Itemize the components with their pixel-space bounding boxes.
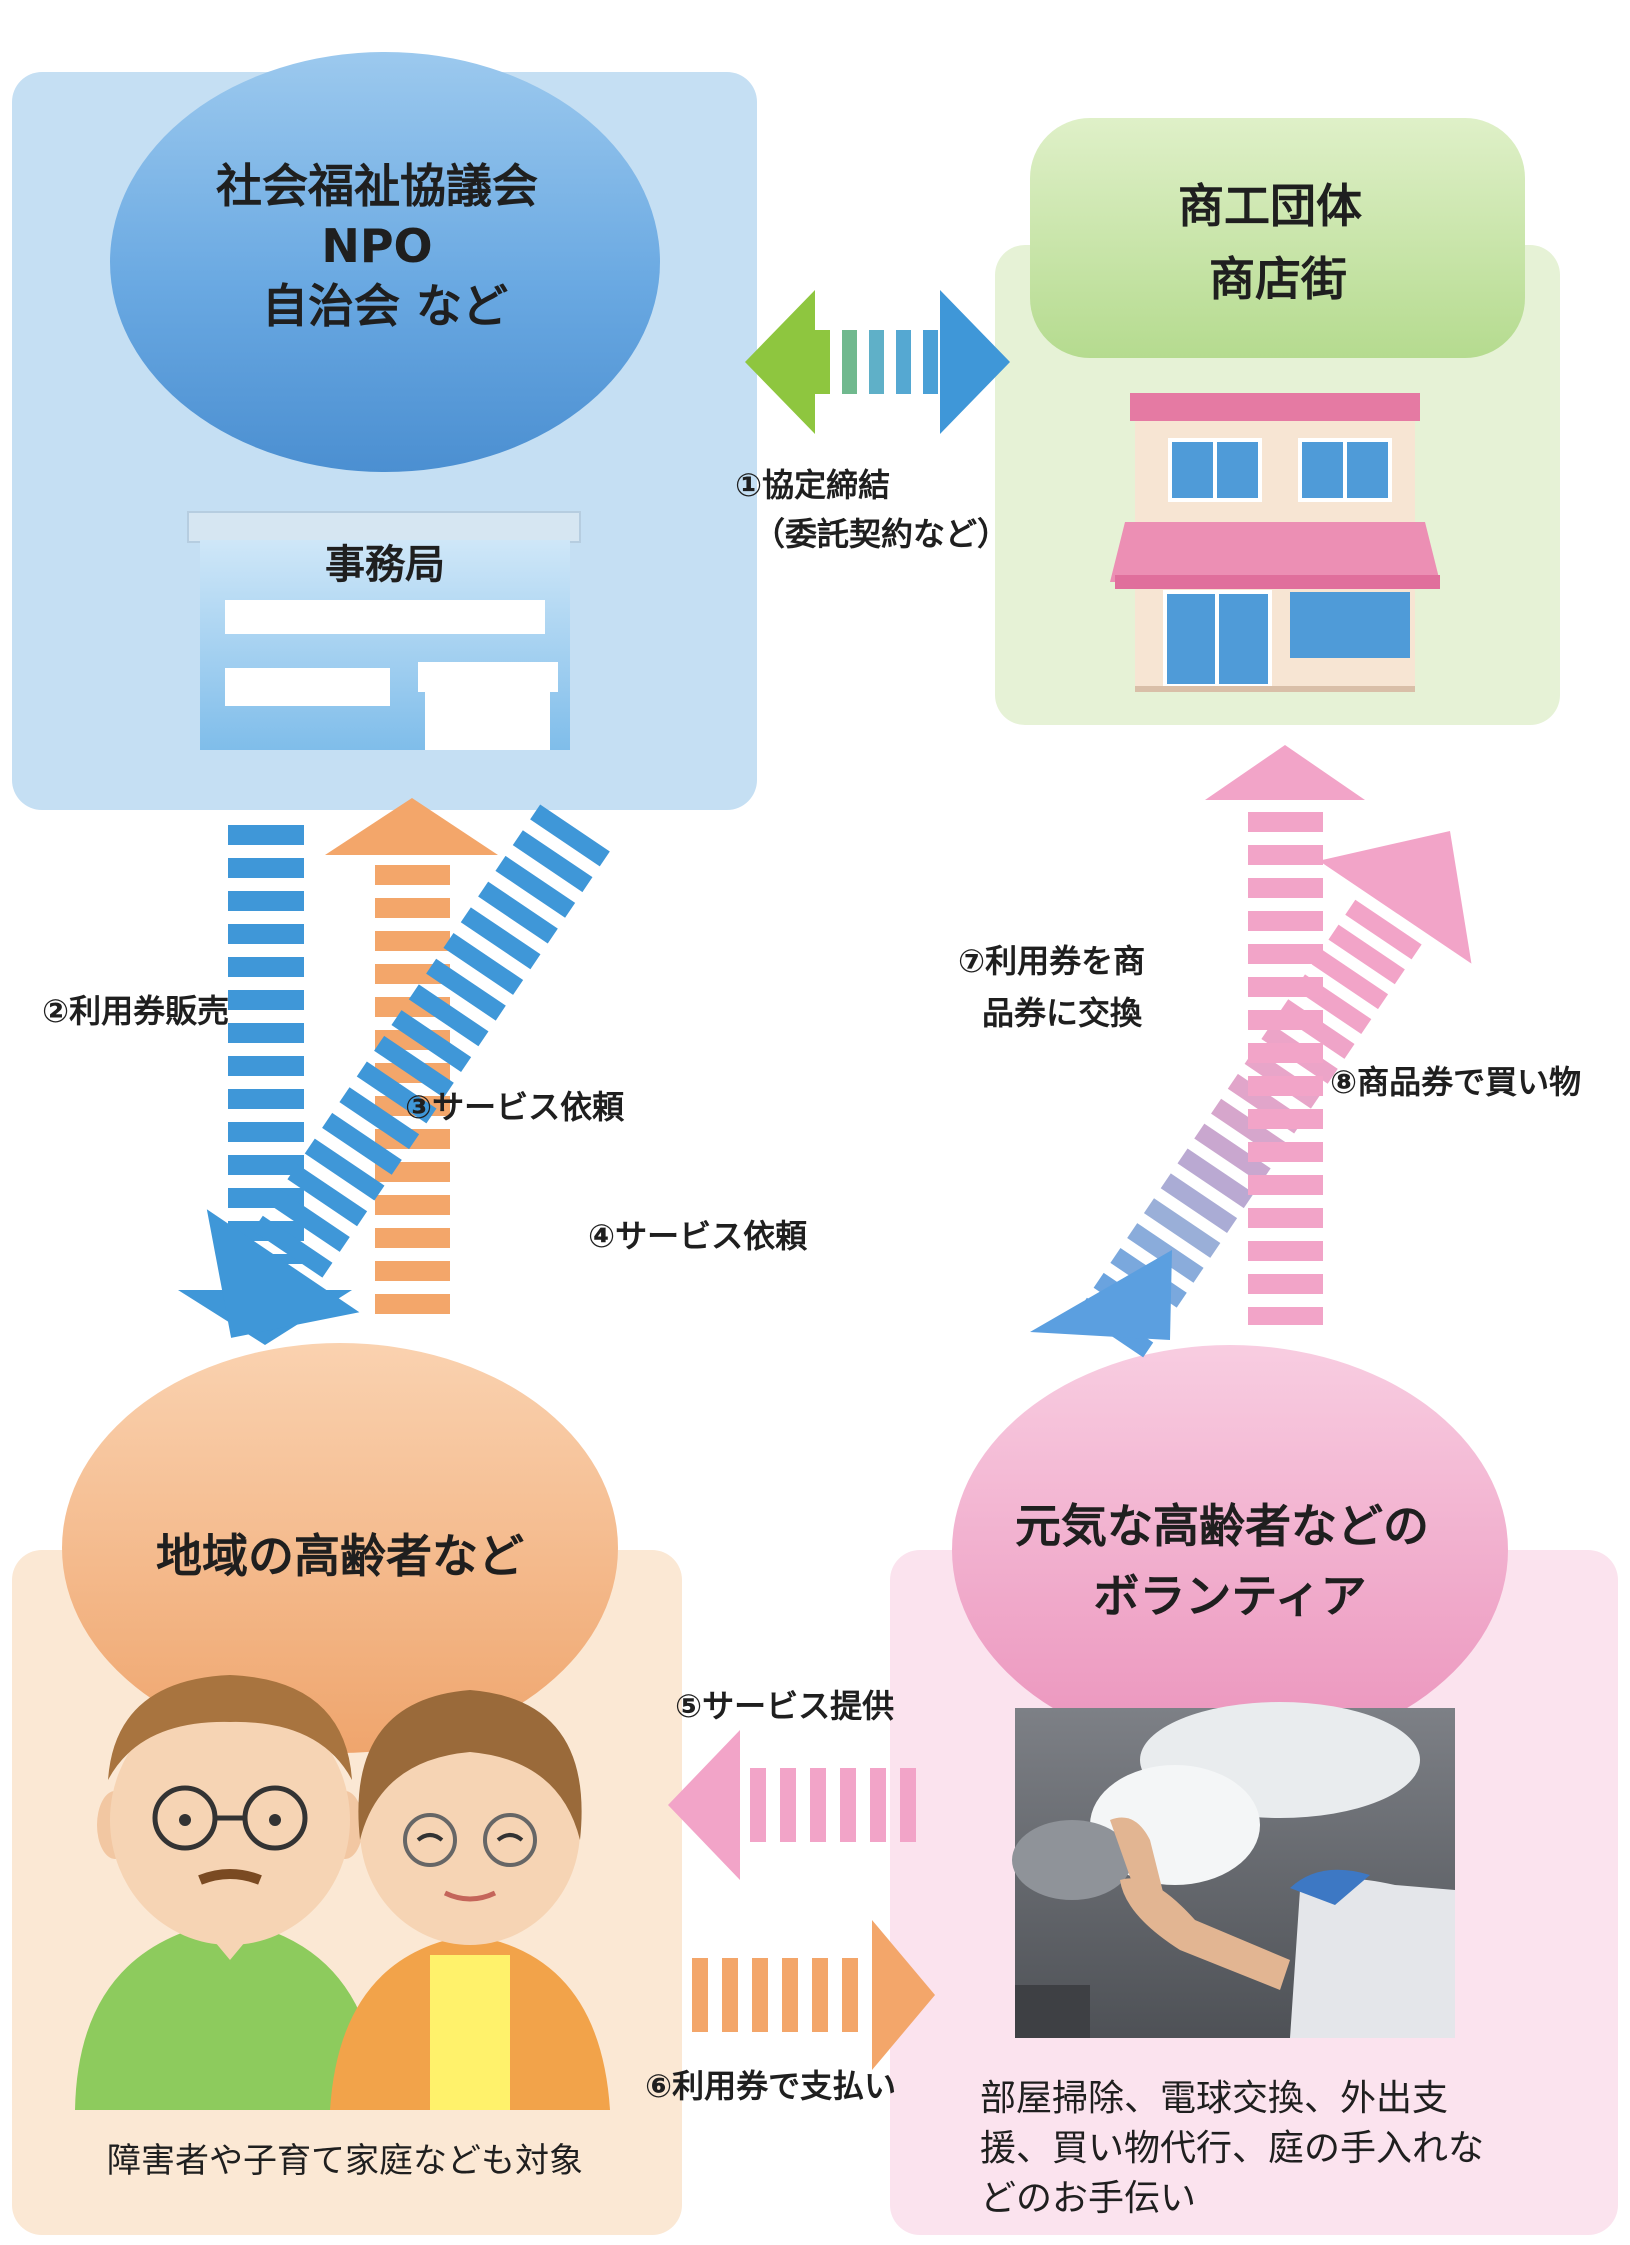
svg-text:部屋掃除、電球交換、外出支 援、買い物代行、庭の手入: 部屋掃除、電球交換、外出支 援、買い物代行、庭の手入れな どのお手伝い [980,2078,1495,2219]
shop-icon [1110,393,1440,692]
commerce-header [1030,118,1525,358]
flow-label-1-line-2: （委託契約など） [753,515,1009,553]
flow-label-3: ③サービス依頼 [405,1088,625,1126]
svg-text:元気な高齢者などの ボランティア: 元気な高齢者などの ボランティア [1015,1499,1445,1623]
flow-label-4: ④サービス依頼 [588,1217,808,1255]
flow-label-2: ②利用券販売 [42,992,229,1030]
volunteer-line-2: ボランティア [1093,1569,1366,1623]
volunteer-task-line-3: どのお手伝い [980,2178,1196,2219]
council-line-3: 自治会 など [262,279,508,333]
elderly-note: 障害者や子育て家庭なども対象 [107,2141,583,2181]
commerce-line-1: 商工団体 [1178,179,1362,233]
flow-label-6: ⑥利用券で支払い [645,2067,896,2105]
volunteer-photo [1012,1702,1455,2038]
elderly-woman-icon [330,1690,610,2110]
flow-arrow-3 [325,798,498,1314]
flow-arrow-7-head-down [1030,1250,1172,1340]
council-line-2: NPO [321,219,432,273]
flow-label-8: ⑧商品券で買い物 [1330,1063,1581,1101]
svg-text:①協定締結 （委託契約など）: ①協定締結 （委託契約など） [735,466,1009,553]
volunteer-ellipse [952,1345,1508,1755]
svg-text:⑦利用券を商 品券に交換: ⑦利用券を商 品券に交換 [958,942,1156,1032]
elderly-title: 地域の高齢者など [156,1529,524,1583]
volunteer-line-1: 元気な高齢者などの [1015,1499,1429,1553]
council-line-1: 社会福祉協議会 [216,159,538,213]
flow-arrow-6 [692,1920,935,2070]
volunteer-task-line-1: 部屋掃除、電球交換、外出支 [980,2078,1448,2119]
council-ellipse [110,52,660,472]
flow-arrow-1 [745,290,1010,434]
flow-arrow-5 [668,1730,916,1880]
flow-label-5: ⑤サービス提供 [675,1687,894,1725]
flow-arrow-4 [206,804,610,1338]
svg-text:商工団体 商店街: 商工団体 商店街 [1178,179,1378,306]
elderly-man-icon [75,1675,380,2110]
flow-label-7-line-2: 品券に交換 [982,994,1143,1032]
flow-label-7-line-1: ⑦利用券を商 [958,942,1145,980]
svg-text:社会福祉協議会 NPO 自治会 など: 社会福祉協議会 NPO 自治会 など [216,159,554,333]
flow-arrow-2 [178,825,352,1345]
office-building-icon [187,511,581,750]
volunteer-task-line-2: 援、買い物代行、庭の手入れな [980,2128,1484,2169]
flow-arrow-8 [1205,745,1365,1325]
elderly-ellipse [62,1343,618,1753]
commerce-line-2: 商店街 [1209,252,1347,306]
flow-label-1-line-1: ①協定締結 [735,466,890,504]
office-label: 事務局 [325,542,445,588]
